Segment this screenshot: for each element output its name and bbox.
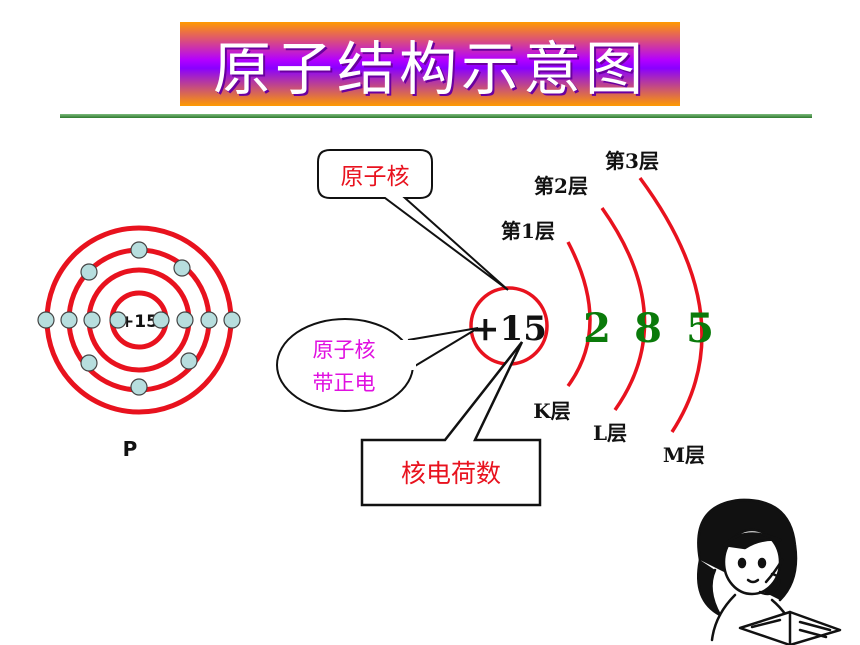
schematic: +15 2 8 5 第1层 第2层 第3层 K层 L层 M层 原子核 原子核 带… <box>276 149 714 507</box>
title-divider <box>60 114 812 118</box>
electron <box>109 311 127 329</box>
callout-nucleus-bubble <box>317 149 509 291</box>
shell-label-upper-3: 第3层 <box>605 149 659 173</box>
electron <box>80 354 98 372</box>
bohr-nucleus-label: +15 <box>120 312 158 332</box>
shell-label-lower-2: L层 <box>593 421 627 445</box>
electron <box>176 311 194 329</box>
callout-charge: 核电荷数 <box>360 341 542 507</box>
element-symbol: P <box>123 437 138 461</box>
shell-count-1: 2 <box>583 305 611 352</box>
callout-charge-bubble <box>360 341 542 507</box>
shell-label-upper-1: 第1层 <box>501 219 555 243</box>
callout-charge-text: 核电荷数 <box>401 459 501 488</box>
callout-positive-line2: 带正电 <box>313 371 376 395</box>
shell-arc-1 <box>566 241 592 388</box>
shell-label-lower-3: M层 <box>663 443 705 467</box>
electron <box>173 259 191 277</box>
shell-label-lower-1: K层 <box>533 399 570 423</box>
page-title: 原子结构示意图 <box>212 35 647 103</box>
shell-count-3: 5 <box>686 305 714 352</box>
electron <box>200 311 218 329</box>
callout-nucleus-text: 原子核 <box>341 164 410 190</box>
electron <box>223 311 241 329</box>
nucleus-charge: +15 <box>471 309 547 349</box>
callout-positive-join <box>400 340 416 370</box>
callout-positive-bubble <box>276 318 414 412</box>
title-banner: 原子结构示意图 <box>180 22 680 106</box>
callout-positive: 原子核 带正电 <box>276 318 479 412</box>
callout-nucleus: 原子核 <box>317 149 509 291</box>
electron <box>180 352 198 370</box>
shell-label-upper-2: 第2层 <box>534 174 588 198</box>
electron <box>60 311 78 329</box>
electron <box>130 378 148 396</box>
bohr-model: +15 P <box>37 225 241 461</box>
shell-arc-2 <box>600 206 647 412</box>
electron <box>37 311 55 329</box>
callout-positive-tail <box>404 327 479 373</box>
callout-positive-line1: 原子核 <box>313 338 376 362</box>
electron <box>83 311 101 329</box>
electron <box>130 241 148 259</box>
electron <box>152 311 170 329</box>
shell-arc-3 <box>638 176 704 433</box>
girl-reading-icon <box>696 498 842 645</box>
electron <box>80 263 98 281</box>
shell-count-2: 8 <box>634 305 662 352</box>
